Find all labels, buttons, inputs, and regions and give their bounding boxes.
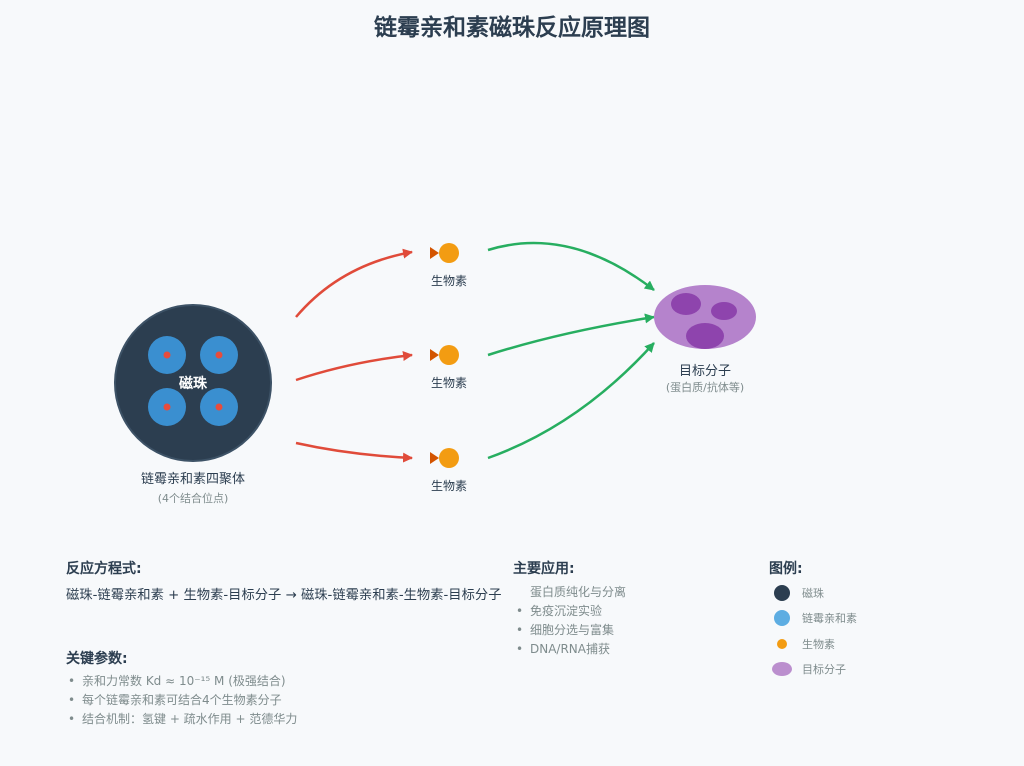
target-label: 目标分子: [679, 364, 731, 379]
biotin-label: 生物素: [431, 376, 467, 390]
application-item: DNA/RNA捕获: [530, 641, 610, 656]
param-item: 每个链霉亲和素可结合4个生物素分子: [82, 692, 282, 707]
target-sublabel: (蛋白质/抗体等): [666, 380, 744, 394]
diagram-title: 链霉亲和素磁珠反应原理图: [374, 14, 650, 41]
binding-site: [163, 403, 171, 411]
application-item: 蛋白质纯化与分离: [530, 584, 626, 599]
application-item: 细胞分选与富集: [530, 622, 614, 637]
biotin: [430, 243, 459, 263]
legend-label: 生物素: [802, 637, 835, 651]
magnetic-bead: 磁珠: [114, 304, 272, 462]
bullet: •: [516, 642, 523, 656]
binding-site: [163, 351, 171, 359]
equation-text: 磁珠-链霉亲和素 + 生物素-目标分子 → 磁珠-链霉亲和素-生物素-目标分子: [66, 587, 502, 603]
bullet: •: [68, 693, 75, 707]
bullet: •: [68, 674, 75, 688]
biotin-label: 生物素: [431, 479, 467, 493]
binding-arrow: [295, 248, 413, 318]
bead-label: 链霉亲和素四聚体: [141, 472, 245, 487]
biotin: [430, 448, 459, 468]
bullet: •: [516, 604, 523, 618]
streptavidin-sites: [148, 336, 238, 426]
biotin: [430, 345, 459, 365]
capture-arrow: [487, 342, 655, 460]
application-item: 免疫沉淀实验: [530, 603, 602, 618]
legend-swatch-bead: [774, 585, 790, 601]
legend-swatch-streptavidin: [774, 610, 790, 626]
capture-arrow: [487, 313, 655, 357]
legend-label: 磁珠: [802, 586, 824, 600]
bullet: •: [68, 712, 75, 726]
legend-label: 目标分子: [802, 662, 846, 676]
biotin-label: 生物素: [431, 274, 467, 288]
param-item: 亲和力常数 Kd ≈ 10⁻¹⁵ M (极强结合): [82, 673, 286, 688]
legend: 磁珠 链霉亲和素 生物素 目标分子: [772, 585, 857, 676]
legend-swatch-target: [772, 662, 792, 676]
bead-center-label: 磁珠: [179, 375, 208, 392]
params-heading: 关键参数:: [66, 650, 128, 667]
param-item: 结合机制：氢键 + 疏水作用 + 范德华力: [82, 711, 297, 726]
target-molecule: [654, 285, 756, 349]
legend-swatch-biotin: [777, 639, 787, 649]
binding-site: [215, 403, 223, 411]
bead-sublabel: (4个结合位点): [158, 491, 229, 505]
bullet: •: [516, 623, 523, 637]
applications-heading: 主要应用:: [513, 560, 575, 577]
legend-label: 链霉亲和素: [802, 611, 857, 625]
legend-heading: 图例:: [769, 560, 803, 577]
binding-site: [215, 351, 223, 359]
capture-arrow: [487, 241, 655, 291]
equation-heading: 反应方程式:: [66, 560, 142, 577]
binding-arrow: [295, 441, 413, 463]
binding-arrow: [295, 351, 413, 382]
